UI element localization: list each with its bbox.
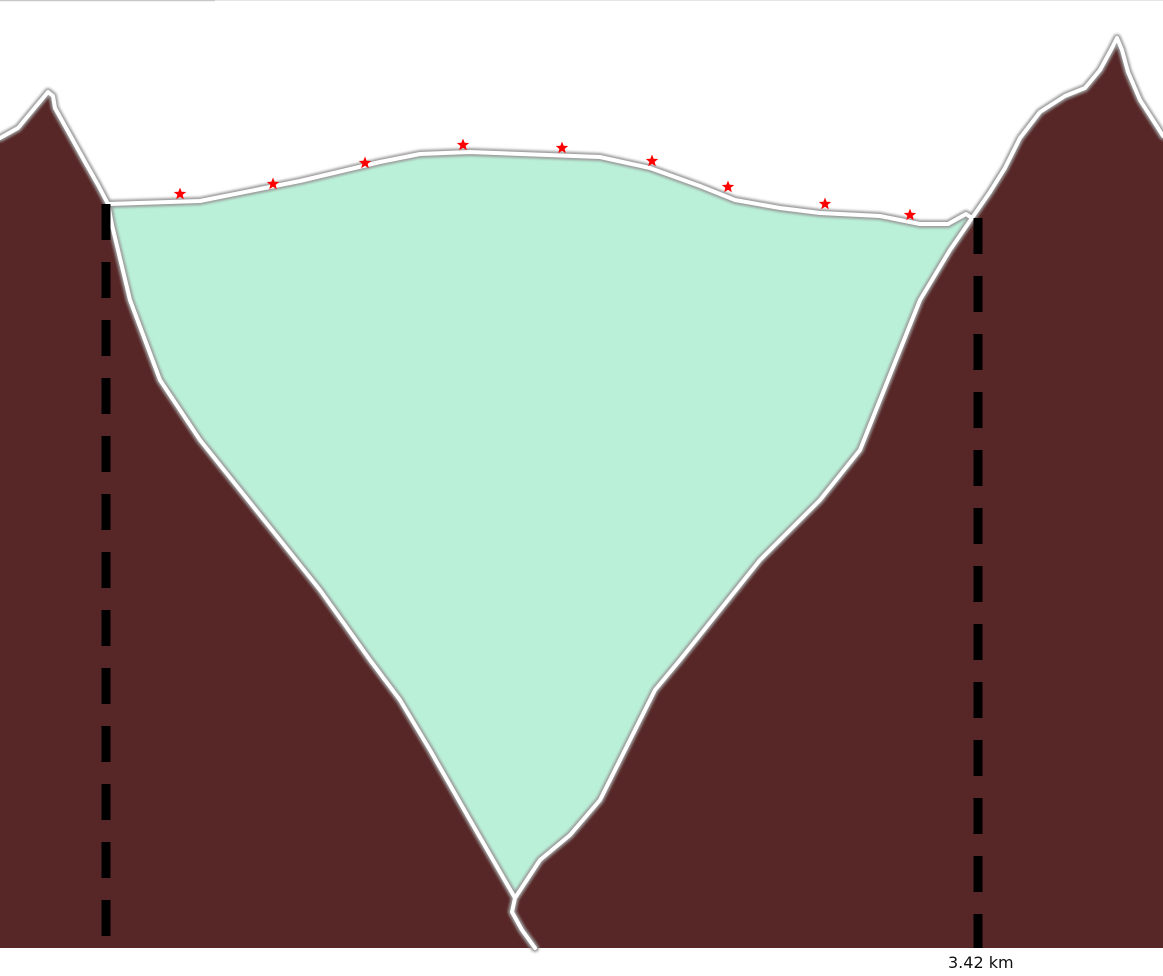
star-icon: [173, 187, 187, 200]
star-icon: [903, 208, 917, 221]
star-icon: [358, 156, 372, 169]
lake-water: [108, 152, 972, 898]
star-icon: [721, 180, 735, 193]
star-icon: [645, 154, 659, 167]
star-icon: [456, 138, 470, 151]
right-rock: [512, 38, 1163, 948]
left-rock: [0, 92, 535, 948]
scale-label: 3.42 km: [948, 953, 1014, 972]
star-icon: [266, 177, 280, 190]
star-icon: [818, 197, 832, 210]
outline: [0, 36, 1163, 950]
markers-group: [173, 138, 917, 221]
star-icon: [555, 141, 569, 154]
